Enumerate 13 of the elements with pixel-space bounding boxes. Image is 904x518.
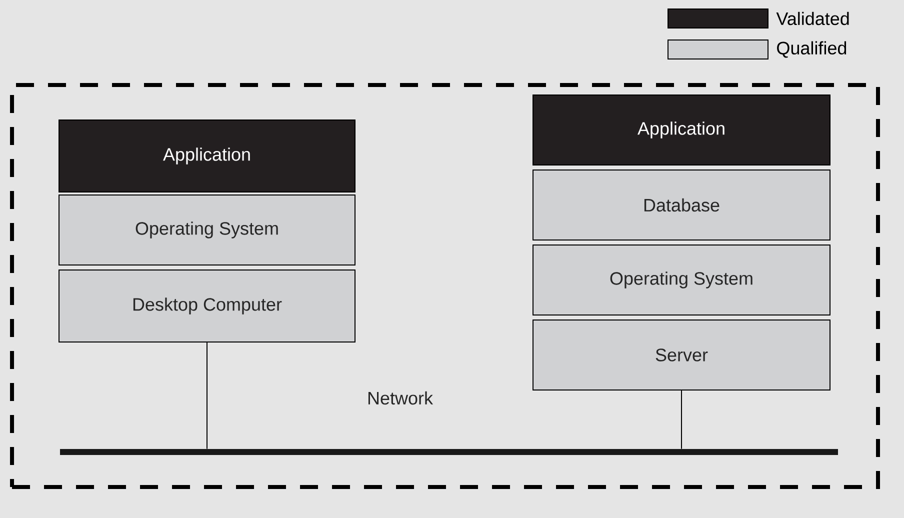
layer-box: Application [58, 120, 356, 192]
layer-box: Desktop Computer [58, 270, 356, 342]
layer-box: Operating System [58, 194, 356, 266]
layer-box: Database [532, 170, 830, 240]
dashed-boundary [10, 83, 880, 489]
connector-line [681, 390, 682, 450]
legend-label: Qualified [777, 41, 846, 58]
layer-box: Server [532, 320, 830, 390]
layer-box: Operating System [532, 244, 830, 316]
legend-label: Validated [776, 12, 849, 26]
network-label: Network [368, 391, 434, 405]
connector-line [206, 342, 208, 450]
layer-box: Application [532, 94, 830, 166]
